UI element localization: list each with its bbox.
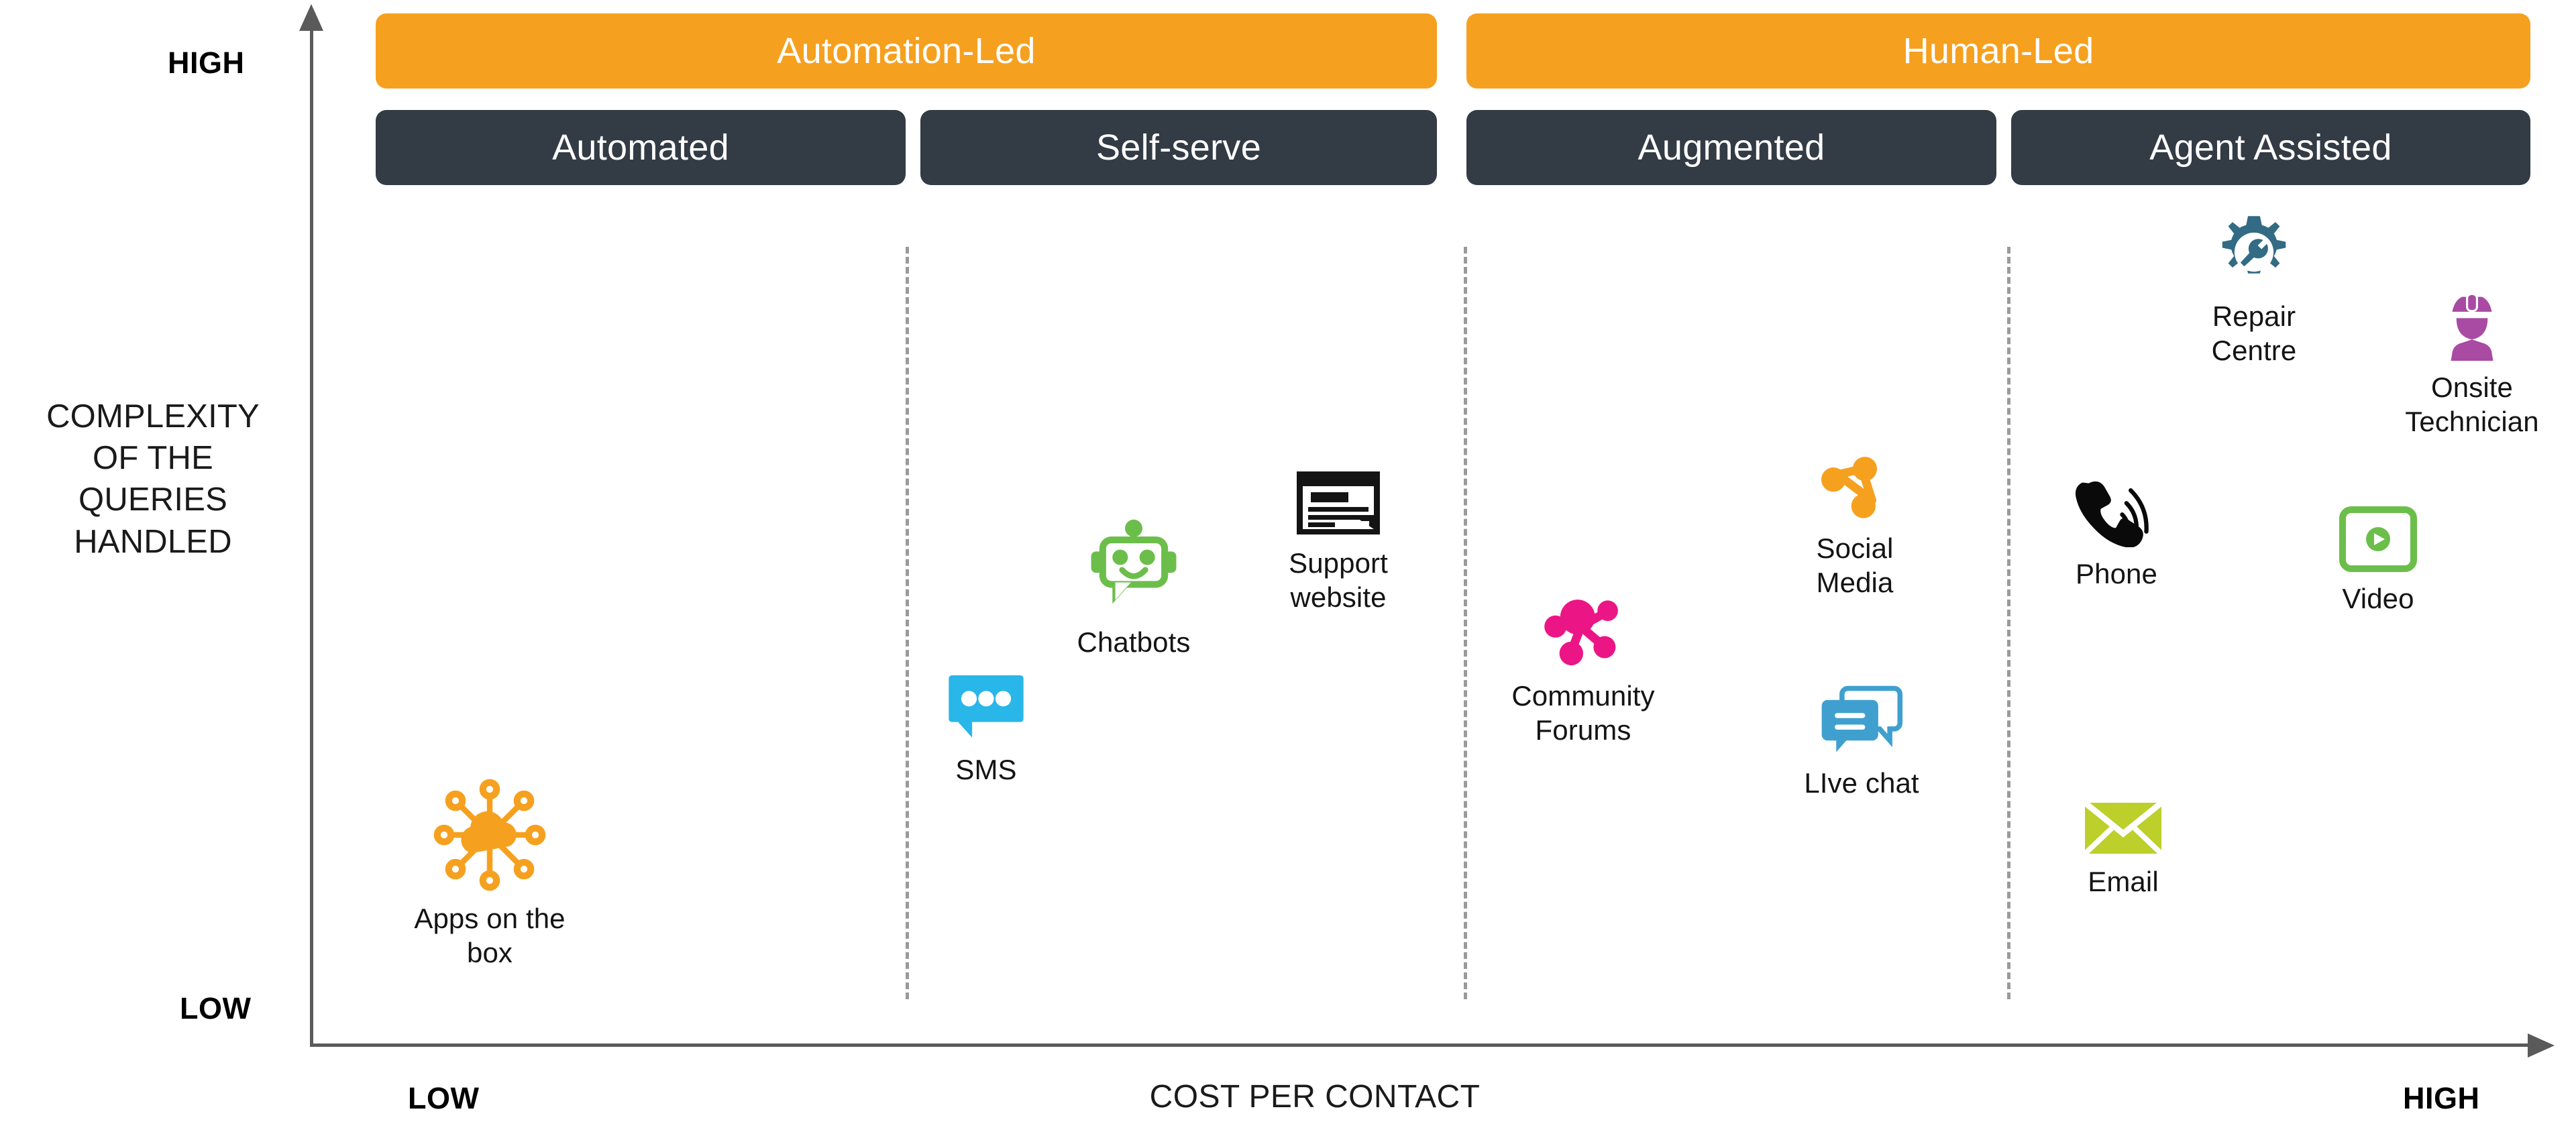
- gear-wrench-icon: [2216, 215, 2292, 290]
- item-repair-centre[interactable]: Repair Centre: [2167, 215, 2341, 368]
- x-axis-low-label: LOW: [408, 1081, 480, 1115]
- y-axis-title: COMPLEXITY OF THE QUERIES HANDLED: [46, 398, 260, 560]
- item-video[interactable]: Video: [2301, 506, 2455, 616]
- group-bar-human-led[interactable]: Human-Led: [1466, 13, 2530, 89]
- cloud-apps-icon: [433, 778, 547, 892]
- category-bar-agent-assisted-label: Agent Assisted: [2149, 127, 2392, 168]
- y-axis-high-label: HIGH: [168, 46, 245, 80]
- ringing-phone-icon: [2072, 476, 2161, 548]
- hardhat-worker-icon: [2436, 290, 2508, 367]
- item-email[interactable]: Email: [2046, 800, 2200, 899]
- item-apps-on-the-box-label: Apps on the box: [414, 903, 566, 969]
- group-bar-human-led-label: Human-Led: [1902, 31, 2094, 71]
- item-chatbots-label: Chatbots: [1077, 626, 1191, 658]
- x-axis-line: [310, 1043, 2530, 1047]
- film-play-icon: [2339, 506, 2417, 572]
- item-live-chat[interactable]: LIve chat: [1778, 684, 1945, 800]
- category-bar-self-serve[interactable]: Self-serve: [920, 110, 1437, 185]
- y-axis-arrow-icon: [299, 4, 323, 31]
- item-onsite-technician-label: Onsite Technician: [2405, 372, 2539, 438]
- item-email-label: Email: [2088, 866, 2159, 897]
- item-social-media-label: Social Media: [1816, 532, 1894, 599]
- item-support-website-label: Support website: [1289, 547, 1388, 614]
- item-video-label: Video: [2342, 583, 2414, 614]
- column-divider-3: [2007, 247, 2010, 999]
- item-community-forums-label: Community Forums: [1511, 680, 1655, 746]
- chat-bubbles-icon: [1819, 684, 1904, 756]
- item-support-website[interactable]: Support website: [1244, 469, 1432, 614]
- envelope-icon: [2083, 800, 2163, 856]
- item-phone-label: Phone: [2076, 558, 2157, 589]
- group-bar-automation-led-label: Automation-Led: [777, 31, 1036, 71]
- network-nodes-icon: [1540, 590, 1627, 669]
- item-social-media[interactable]: Social Media: [1778, 456, 1932, 600]
- group-bar-automation-led[interactable]: Automation-Led: [376, 13, 1437, 89]
- column-divider-1: [906, 247, 909, 999]
- x-axis-title: COST PER CONTACT: [1149, 1079, 1481, 1115]
- y-axis-line: [310, 27, 313, 1046]
- item-chatbots[interactable]: Chatbots: [1046, 516, 1221, 659]
- robot-icon: [1083, 516, 1184, 616]
- category-bar-self-serve-label: Self-serve: [1095, 127, 1262, 168]
- item-onsite-technician[interactable]: Onsite Technician: [2388, 290, 2556, 439]
- category-bar-augmented-label: Augmented: [1638, 127, 1825, 168]
- item-sms-label: SMS: [955, 754, 1017, 785]
- sms-bubble-icon: [947, 671, 1025, 743]
- item-phone[interactable]: Phone: [2039, 476, 2194, 591]
- item-live-chat-label: LIve chat: [1804, 767, 1919, 799]
- column-divider-2: [1464, 247, 1467, 999]
- x-axis-arrow-icon: [2528, 1033, 2555, 1058]
- x-axis-high-label: HIGH: [2403, 1081, 2480, 1115]
- category-bar-automated[interactable]: Automated: [376, 110, 906, 185]
- item-sms[interactable]: SMS: [919, 671, 1053, 787]
- item-repair-centre-label: Repair Centre: [2211, 300, 2297, 367]
- browser-window-icon: [1295, 469, 1382, 536]
- category-bar-automated-label: Automated: [552, 127, 729, 168]
- category-bar-augmented[interactable]: Augmented: [1466, 110, 1996, 185]
- share-nodes-icon: [1817, 456, 1892, 522]
- item-apps-on-the-box[interactable]: Apps on the box: [396, 778, 584, 970]
- y-axis-low-label: LOW: [180, 991, 252, 1025]
- item-community-forums[interactable]: Community Forums: [1483, 590, 1684, 747]
- category-bar-agent-assisted[interactable]: Agent Assisted: [2011, 110, 2530, 185]
